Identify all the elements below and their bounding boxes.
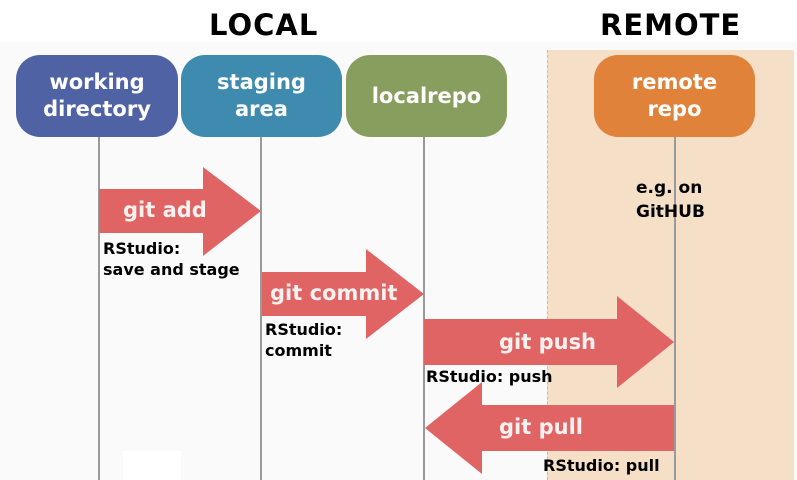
lifeline-localrepo [423,137,425,480]
note-git-add: RStudio: save and stage [103,238,240,280]
remote-note-line2: GitHUB [636,202,705,222]
node-working-directory: working directory [16,55,178,137]
arrow-label-git-pull: git pull [499,415,583,439]
arrow-label-git-add: git add [123,198,207,222]
node-localrepo: localrepo [346,55,507,137]
arrow-git-commit [262,249,424,339]
note-line1: RStudio: push [426,367,553,386]
top-band [0,0,797,42]
node-label-line1: working [49,70,145,94]
note-git-pull: RStudio: pull [543,455,660,476]
note-line1: RStudio: [103,239,181,258]
arrow-label-git-push: git push [499,330,597,354]
lifeline-staging-area [260,137,262,480]
note-line1: RStudio: pull [543,456,660,475]
note-line2: commit [265,341,332,360]
node-label-line1: staging [217,70,306,94]
remote-note: e.g. on GitHUB [636,176,705,224]
remote-heading: REMOTE [600,8,742,42]
note-line1: RStudio: [265,320,343,339]
note-line2: save and stage [103,260,240,279]
note-git-push: RStudio: push [426,366,553,387]
arrow-git-push [424,296,674,388]
arrow-git-pull [425,382,674,474]
arrow-git-add [99,167,261,256]
note-git-commit: RStudio: commit [265,319,342,361]
white-patch [123,451,181,480]
node-label-line2: directory [43,97,151,121]
remote-note-line1: e.g. on [636,178,703,198]
lifeline-working-directory [98,137,100,480]
local-heading: LOCAL [209,8,319,42]
node-label-line2: area [235,97,288,121]
node-label-line1: remote [631,70,718,94]
node-label-line1: localrepo [371,83,482,108]
lifeline-remote-repo [674,137,676,480]
node-label-line2: repo [647,97,702,121]
node-remote-repo: remote repo [594,55,755,137]
node-staging-area: staging area [181,55,342,137]
arrow-label-git-commit: git commit [270,281,398,305]
